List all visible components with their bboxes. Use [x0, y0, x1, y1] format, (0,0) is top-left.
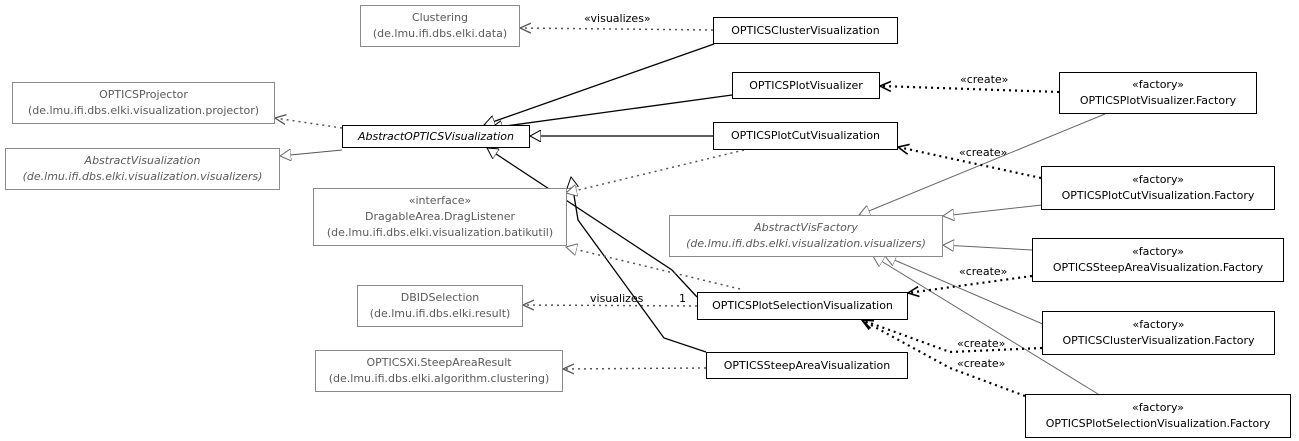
edge-create-cluster [862, 320, 1043, 354]
node-package: (de.lmu.ifi.dbs.elki.result) [369, 307, 511, 320]
edge-steep-area-factory-extends [943, 245, 1033, 250]
edge-steep-area-extends [571, 177, 707, 353]
edge-cluster-vis-extends [484, 43, 715, 125]
optics-plot-cut-visualization-node[interactable]: OPTICSPlotCutVisualization [713, 122, 898, 150]
create-label: «create» [959, 265, 1008, 278]
node-stereotype: «factory» [1131, 78, 1184, 91]
node-name: AbstractOPTICSVisualization [357, 129, 515, 143]
node-package: (de.lmu.ifi.dbs.elki.visualization.proje… [27, 104, 260, 117]
node-package: (de.lmu.ifi.dbs.elki.visualization.visua… [686, 237, 926, 250]
node-package: (de.lmu.ifi.dbs.elki.algorithm.clusterin… [328, 372, 550, 385]
node-name: AbstractVisFactory [754, 221, 858, 234]
node-name: DragableArea.DragListener [364, 210, 516, 223]
abstract-optics-visualization-node[interactable]: AbstractOPTICSVisualization [342, 125, 530, 148]
optics-steep-area-visualization-node[interactable]: OPTICSSteepAreaVisualization [706, 352, 908, 379]
plot-selection-factory-node[interactable]: «factory» OPTICSPlotSelectionVisualizati… [1025, 394, 1291, 438]
optics-plot-visualizer-node[interactable]: OPTICSPlotVisualizer [732, 72, 880, 99]
node-name: OPTICSPlotCutVisualization [730, 129, 881, 142]
node-stereotype: «factory» [1132, 318, 1185, 331]
edge-create-plot-cut [898, 147, 1042, 180]
clustering-node[interactable]: Clustering (de.lmu.ifi.dbs.elki.data) [360, 5, 520, 47]
edge-plot-cut-implements [566, 149, 745, 193]
steep-area-factory-node[interactable]: «factory» OPTICSSteepAreaVisualization.F… [1032, 238, 1284, 282]
edge-plot-visualizer-extends [491, 94, 733, 128]
node-stereotype: «factory» [1131, 173, 1184, 186]
optics-plot-selection-visualization-node[interactable]: OPTICSPlotSelectionVisualization [697, 292, 908, 320]
node-package: (de.lmu.ifi.dbs.elki.visualization.batik… [326, 226, 554, 239]
edge-visualizes-clustering [520, 28, 714, 30]
edge-create-steep-area [908, 274, 1033, 293]
optics-cluster-visualization-node[interactable]: OPTICSClusterVisualization [713, 17, 898, 44]
node-package: (de.lmu.ifi.dbs.elki.data) [372, 27, 508, 40]
multiplicity-label: 1 [679, 292, 686, 305]
node-name: OPTICSXi.SteepAreaResult [366, 356, 512, 369]
drag-listener-node[interactable]: «interface» DragableArea.DragListener (d… [313, 188, 567, 246]
create-label: «create» [957, 357, 1006, 370]
node-name: OPTICSClusterVisualization.Factory [1062, 334, 1255, 347]
edge-visualizes-dbid [523, 305, 698, 306]
plot-visualizer-factory-node[interactable]: «factory» OPTICSPlotVisualizer.Factory [1059, 72, 1257, 114]
create-label: «create» [960, 73, 1009, 86]
node-name: OPTICSClusterVisualization [731, 23, 880, 37]
abstract-vis-factory-node[interactable]: AbstractVisFactory (de.lmu.ifi.dbs.elki.… [669, 215, 943, 257]
optics-projector-node[interactable]: OPTICSProjector (de.lmu.ifi.dbs.elki.vis… [12, 82, 275, 124]
node-name: OPTICSSteepAreaVisualization.Factory [1052, 261, 1264, 274]
edge-projector-dep [275, 118, 343, 129]
node-stereotype: «interface» [408, 194, 472, 207]
node-name: OPTICSProjector [99, 88, 188, 101]
steep-area-result-node[interactable]: OPTICSXi.SteepAreaResult (de.lmu.ifi.dbs… [315, 350, 563, 392]
node-name: OPTICSPlotSelectionVisualization.Factory [1045, 417, 1271, 430]
cluster-factory-node[interactable]: «factory» OPTICSClusterVisualization.Fac… [1042, 311, 1275, 355]
node-name: AbstractVisualization [84, 154, 201, 167]
edge-plot-selection-factory-extends [873, 256, 1099, 395]
visualizes-label: visualizes [590, 292, 644, 305]
node-name: Clustering [411, 11, 469, 24]
edge-abstract-optics-extends [280, 150, 343, 156]
node-name: OPTICSPlotSelectionVisualization [712, 299, 893, 312]
edge-visualizes-steep-area-result [563, 368, 707, 369]
node-package: (de.lmu.ifi.dbs.elki.visualization.visua… [22, 170, 263, 183]
node-name: OPTICSPlotVisualizer [749, 78, 863, 92]
node-name: OPTICSSteepAreaVisualization [723, 358, 891, 372]
node-name: OPTICSPlotCutVisualization.Factory [1061, 189, 1255, 202]
edge-create-plot-visualizer [880, 86, 1060, 94]
node-name: DBIDSelection [400, 291, 480, 304]
dbid-selection-node[interactable]: DBIDSelection (de.lmu.ifi.dbs.elki.resul… [357, 285, 523, 327]
create-label: «create» [957, 337, 1006, 350]
node-stereotype: «factory» [1131, 401, 1184, 414]
node-stereotype: «factory» [1131, 245, 1184, 258]
edge-cluster-factory-extends [885, 256, 1046, 326]
edge-plot-cut-factory-extends [943, 204, 1043, 216]
create-label: «create» [959, 146, 1008, 159]
visualizes-label: «visualizes» [584, 12, 651, 25]
node-name: OPTICSPlotVisualizer.Factory [1079, 94, 1237, 107]
abstract-visualization-node[interactable]: AbstractVisualization (de.lmu.ifi.dbs.el… [5, 148, 280, 190]
plot-cut-factory-node[interactable]: «factory» OPTICSPlotCutVisualization.Fac… [1041, 166, 1275, 210]
